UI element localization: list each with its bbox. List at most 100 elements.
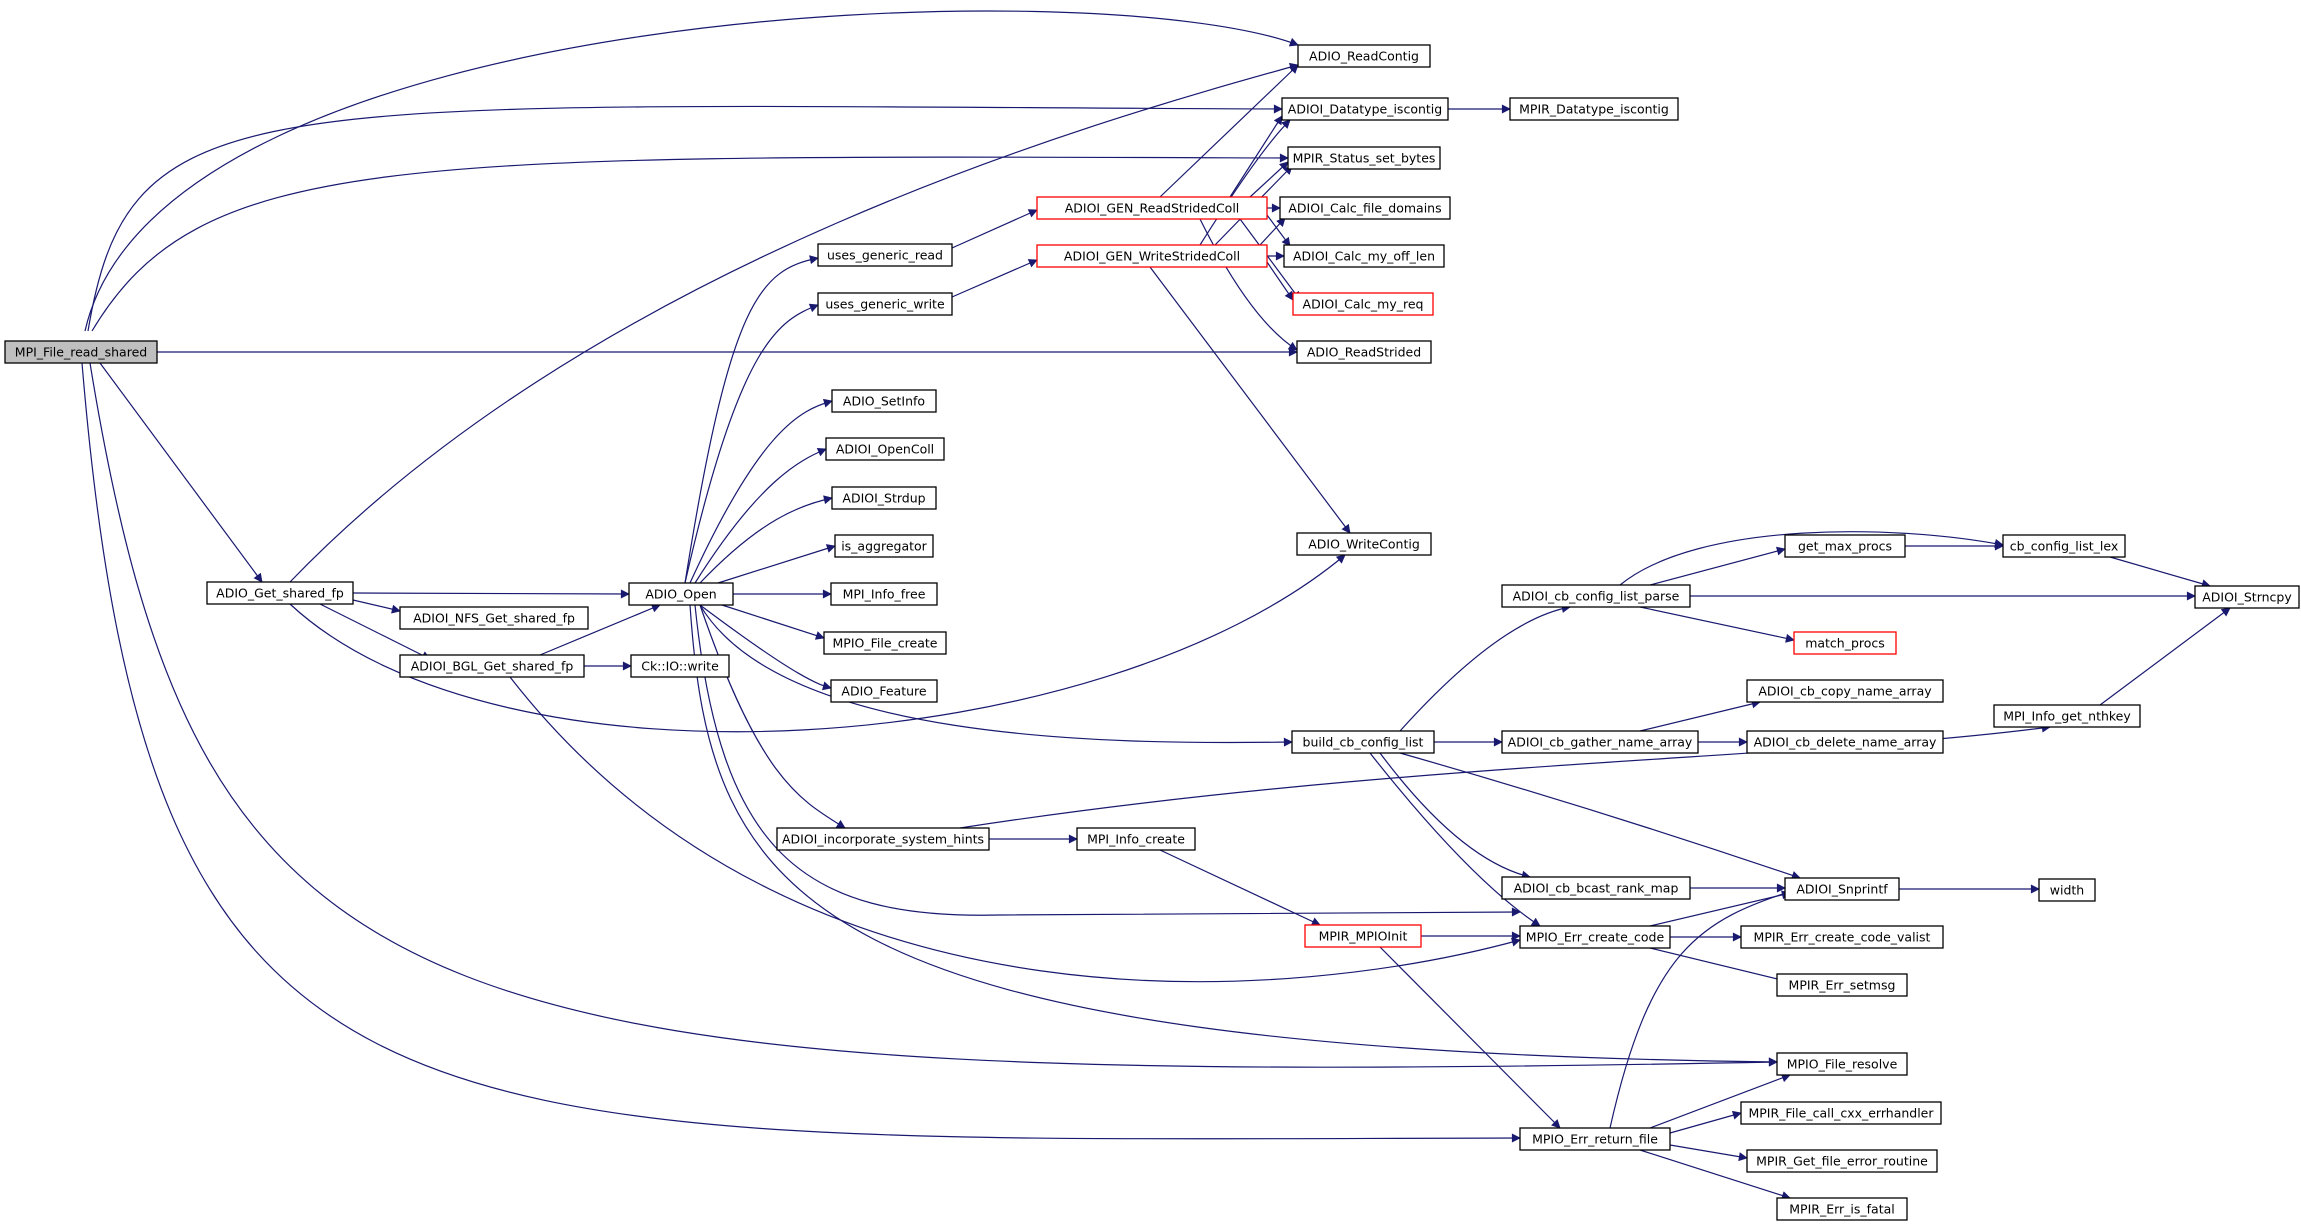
- node-mpir-iscontig[interactable]: MPIR_Datatype_iscontig: [1509, 97, 1679, 121]
- node-adio-open[interactable]: ADIO_Open: [628, 582, 734, 606]
- node-isconfig[interactable]: ADIOI_Datatype_iscontig: [1281, 97, 1449, 121]
- edge-gen_read-to-readcontig: [1159, 64, 1299, 198]
- edge-gen_read-to-status: [1249, 161, 1289, 198]
- node-status[interactable]: MPIR_Status_set_bytes: [1287, 146, 1441, 170]
- node-is-fatal[interactable]: MPIR_Err_is_fatal: [1776, 1197, 1908, 1221]
- node-strncpy[interactable]: ADIOI_Strncpy: [2194, 585, 2300, 609]
- node-box: [1501, 876, 1691, 900]
- node-incorporate[interactable]: ADIOI_incorporate_system_hints: [776, 827, 990, 851]
- node-label: ADIO_WriteContig: [1308, 537, 1420, 552]
- edge-build_cb-to-bcast: [1379, 752, 1531, 880]
- node-label: MPIR_Status_set_bytes: [1293, 151, 1436, 166]
- node-file-create[interactable]: MPIO_File_create: [823, 631, 947, 655]
- node-label: ADIOI_Snprintf: [1796, 882, 1888, 897]
- node-label: MPIR_Datatype_iscontig: [1519, 102, 1669, 117]
- node-delete-name[interactable]: ADIOI_cb_delete_name_array: [1746, 730, 1944, 754]
- node-calc-domains[interactable]: ADIOI_Calc_file_domains: [1279, 196, 1451, 220]
- node-nfs-get[interactable]: ADIOI_NFS_Get_shared_fp: [399, 606, 589, 630]
- edge-gen_write-to-calc_req: [1266, 261, 1294, 301]
- edge-build_cb-to-cb_parse: [1399, 604, 1571, 732]
- node-get-shared[interactable]: ADIO_Get_shared_fp: [206, 581, 354, 605]
- node-bgl-get[interactable]: ADIOI_BGL_Get_shared_fp: [399, 654, 585, 678]
- node-strdup[interactable]: ADIOI_Strdup: [831, 486, 937, 510]
- node-box: [2002, 534, 2126, 558]
- node-copy-name[interactable]: ADIOI_cb_copy_name_array: [1746, 679, 1944, 703]
- node-info-free[interactable]: MPI_Info_free: [830, 582, 938, 606]
- node-feature[interactable]: ADIO_Feature: [830, 679, 938, 703]
- edge-ugw-to-gen_write: [951, 259, 1038, 298]
- node-opencoll[interactable]: ADIOI_OpenColl: [825, 437, 945, 461]
- node-box: [1740, 925, 1944, 949]
- edge-err_return-to-snprintf: [1609, 888, 1796, 1129]
- edge-adio_open-to-resolve: [689, 604, 1778, 1067]
- node-box: [825, 437, 945, 461]
- node-ugr[interactable]: uses_generic_read: [817, 243, 953, 267]
- node-box: [2194, 585, 2300, 609]
- node-snprintf[interactable]: ADIOI_Snprintf: [1784, 877, 1900, 901]
- node-setmsg[interactable]: MPIR_Err_setmsg: [1776, 973, 1908, 997]
- node-setinfo[interactable]: ADIO_SetInfo: [831, 389, 937, 413]
- node-calc-off[interactable]: ADIOI_Calc_my_off_len: [1283, 244, 1445, 268]
- node-get-err-routine[interactable]: MPIR_Get_file_error_routine: [1746, 1149, 1938, 1173]
- node-box: [1793, 631, 1897, 655]
- node-err-return[interactable]: MPIO_Err_return_file: [1519, 1127, 1671, 1151]
- node-box: [628, 582, 734, 606]
- node-label: ADIO_Feature: [841, 684, 926, 699]
- node-label: cb_config_list_lex: [2010, 539, 2119, 554]
- node-match[interactable]: match_procs: [1793, 631, 1897, 655]
- node-gen-read[interactable]: ADIOI_GEN_ReadStridedColl: [1036, 196, 1268, 220]
- node-is-agg[interactable]: is_aggregator: [834, 534, 934, 558]
- node-box: [2038, 878, 2096, 902]
- node-cb-parse[interactable]: ADIOI_cb_config_list_parse: [1501, 584, 1691, 608]
- node-box: [1076, 827, 1196, 851]
- node-err-valist[interactable]: MPIR_Err_create_code_valist: [1740, 925, 1944, 949]
- node-err-create[interactable]: MPIO_Err_create_code: [1519, 925, 1671, 949]
- node-gen-write[interactable]: ADIOI_GEN_WriteStridedColl: [1036, 244, 1268, 268]
- node-box: [1746, 730, 1944, 754]
- node-box: [1279, 196, 1451, 220]
- node-calc-req[interactable]: ADIOI_Calc_my_req: [1292, 292, 1434, 316]
- node-label: ADIOI_cb_copy_name_array: [1758, 684, 1932, 699]
- edge-adio_open-to-file_create: [721, 604, 825, 640]
- edge-gen_write-to-calc_domains: [1259, 217, 1286, 246]
- node-layer: MPI_File_read_shared ADIO_ReadContigADIOI…: [4, 44, 2300, 1221]
- edge-get_shared-to-adio_open: [352, 589, 630, 599]
- edge-err_return-to-get_err_routine: [1669, 1144, 1748, 1162]
- edge-adio_open-to-setinfo: [689, 398, 833, 584]
- edge-cb_parse-to-cb_lex: [1619, 531, 2004, 586]
- node-box: [630, 654, 730, 678]
- node-label: MPIR_Err_setmsg: [1789, 978, 1896, 993]
- edge-build_cb-to-err_create: [1369, 752, 1541, 927]
- node-build-cb[interactable]: build_cb_config_list: [1291, 730, 1435, 754]
- node-root[interactable]: MPI_File_read_shared: [4, 340, 158, 364]
- node-gather[interactable]: ADIOI_cb_gather_name_array: [1501, 730, 1699, 754]
- node-readcontig[interactable]: ADIO_ReadContig: [1297, 44, 1431, 68]
- node-cb-lex[interactable]: cb_config_list_lex: [2002, 534, 2126, 558]
- node-cxx[interactable]: MPIR_File_call_cxx_errhandler: [1740, 1101, 1942, 1125]
- node-label: ADIO_Get_shared_fp: [216, 586, 344, 601]
- node-read-strided[interactable]: ADIO_ReadStrided: [1296, 340, 1432, 364]
- node-info-create[interactable]: MPI_Info_create: [1076, 827, 1196, 851]
- node-ckio[interactable]: Ck::IO::write: [630, 654, 730, 678]
- node-box: [1292, 292, 1434, 316]
- node-ugw[interactable]: uses_generic_write: [817, 292, 953, 316]
- node-get-max[interactable]: get_max_procs: [1784, 534, 1906, 558]
- node-label: MPI_Info_create: [1087, 832, 1185, 847]
- node-box: [1784, 877, 1900, 901]
- node-box: [1740, 1101, 1942, 1125]
- node-nthkey[interactable]: MPI_Info_get_nthkey: [1993, 704, 2141, 728]
- node-label: ADIOI_Calc_my_off_len: [1293, 249, 1435, 264]
- node-box: [1993, 704, 2141, 728]
- node-bcast[interactable]: ADIOI_cb_bcast_rank_map: [1501, 876, 1691, 900]
- node-resolve[interactable]: MPIO_File_resolve: [1776, 1052, 1908, 1076]
- node-label: ADIOI_OpenColl: [836, 442, 934, 457]
- edge-root-to-isconfig: [87, 104, 1283, 332]
- node-label: MPIO_File_create: [833, 636, 938, 651]
- node-width[interactable]: width: [2038, 878, 2096, 902]
- node-label: uses_generic_write: [825, 297, 945, 312]
- node-box: [1296, 340, 1432, 364]
- node-mpioinit[interactable]: MPIR_MPIOInit: [1304, 924, 1422, 948]
- node-box: [1287, 146, 1441, 170]
- node-writecontig[interactable]: ADIO_WriteContig: [1296, 532, 1432, 556]
- edge-err_return-to-resolve: [1649, 1073, 1791, 1129]
